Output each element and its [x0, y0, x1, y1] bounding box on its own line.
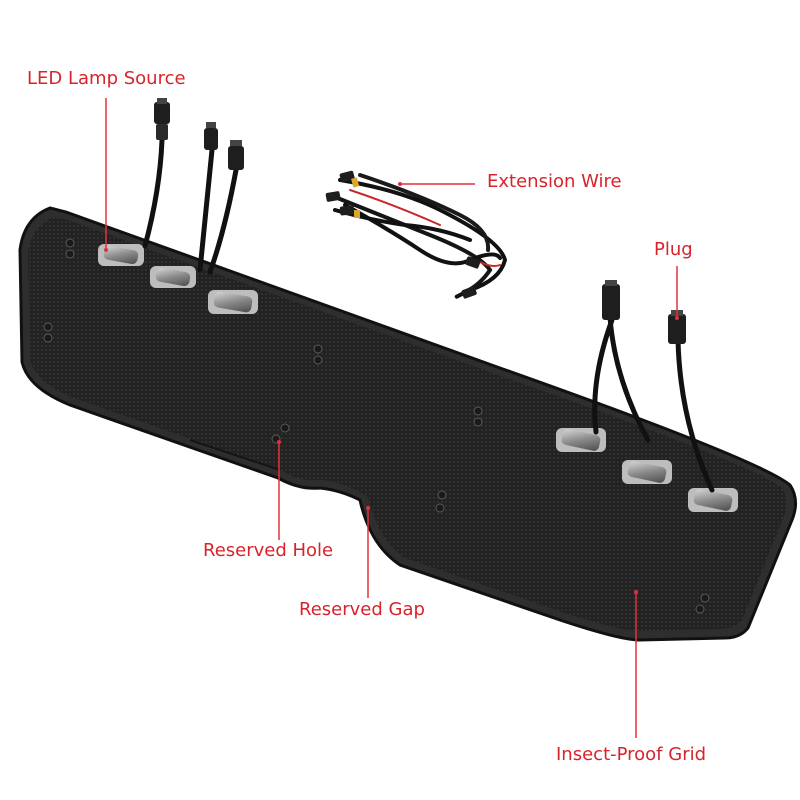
panel-mesh-surface — [28, 217, 787, 631]
label-reserved-hole: Reserved Hole — [203, 540, 334, 561]
reserved-hole — [313, 355, 323, 365]
label-plug: Plug — [654, 239, 693, 260]
reserved-hole — [695, 604, 705, 614]
label-led-lamp-source: LED Lamp Source — [27, 68, 186, 89]
reserved-hole — [435, 503, 445, 513]
left-plugs — [154, 98, 244, 170]
plug-connector — [154, 98, 170, 140]
led-lamp — [556, 428, 606, 452]
plug-connector — [228, 140, 244, 170]
led-lamp — [98, 244, 144, 266]
reserved-holes — [43, 238, 710, 614]
left-cables — [142, 137, 239, 275]
plug-connector — [602, 280, 620, 320]
label-insect-proof-grid: Insect-Proof Grid — [556, 744, 707, 765]
led-lamps-left — [98, 244, 258, 314]
label-reserved-gap: Reserved Gap — [299, 599, 425, 620]
cable — [197, 147, 215, 273]
plug-connector — [204, 122, 218, 150]
led-lamp — [208, 290, 258, 314]
extension-wire-connectors — [325, 170, 481, 299]
reserved-hole — [280, 423, 290, 433]
led-lamp — [622, 460, 672, 484]
panel-seam — [189, 439, 281, 471]
reserved-hole — [65, 238, 75, 248]
cable — [142, 137, 165, 249]
led-lamps-right — [556, 428, 738, 512]
reserved-hole — [43, 333, 53, 343]
reserved-hole — [700, 593, 710, 603]
extension-wire-bundle — [328, 173, 508, 299]
right-cables — [592, 315, 715, 493]
reserved-hole — [473, 417, 483, 427]
reserved-hole — [437, 490, 447, 500]
leader-lines — [104, 98, 679, 738]
right-plugs — [602, 280, 686, 344]
cable — [675, 337, 715, 493]
reserved-hole — [65, 249, 75, 259]
license-plate-panel — [18, 206, 797, 642]
label-extension-wire: Extension Wire — [487, 171, 622, 192]
reserved-hole — [43, 322, 53, 332]
led-lamp — [688, 488, 738, 512]
cable — [592, 317, 615, 435]
cable — [607, 315, 651, 443]
reserved-hole — [473, 406, 483, 416]
reserved-hole — [313, 344, 323, 354]
led-lamp — [150, 266, 196, 288]
cable — [207, 167, 239, 275]
